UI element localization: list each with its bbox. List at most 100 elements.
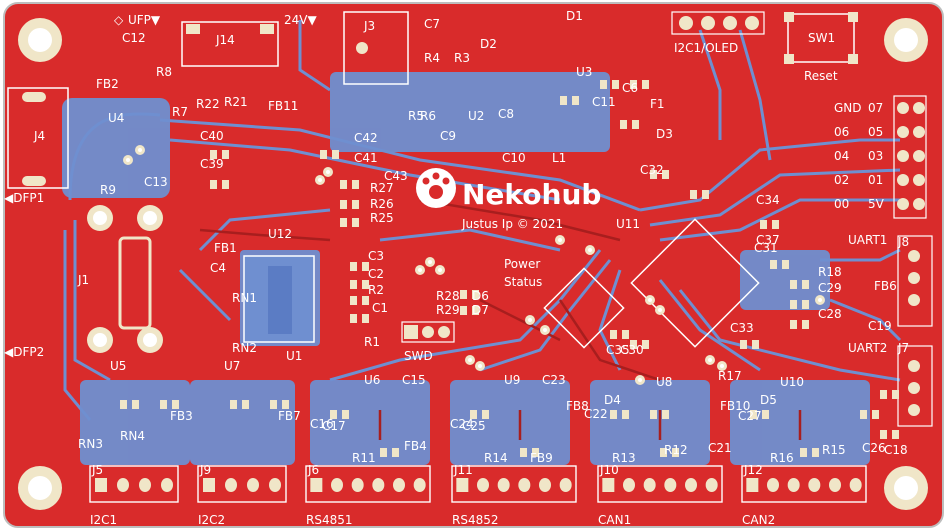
gpio-pin xyxy=(913,198,925,210)
reset-label: Reset xyxy=(804,69,838,83)
smd-pad xyxy=(352,180,359,189)
connector-pin xyxy=(477,478,489,492)
connector-pin xyxy=(456,478,469,492)
smd-pad xyxy=(790,320,797,329)
refdes-fb4: FB4 xyxy=(404,439,427,453)
smd-pad xyxy=(380,448,387,457)
refdes-fb7: FB7 xyxy=(278,409,301,423)
refdes-c1: C1 xyxy=(372,301,388,315)
smd-pad xyxy=(600,80,607,89)
refdes-fb10: FB10 xyxy=(720,399,750,413)
via-hole xyxy=(468,358,472,362)
refdes-r18: R18 xyxy=(818,265,842,279)
refdes-f1: F1 xyxy=(650,97,665,111)
refdes-c17: C17 xyxy=(322,419,346,433)
j4-outline xyxy=(7,87,69,189)
u11-body xyxy=(630,218,760,348)
bottom-connectors xyxy=(89,465,867,503)
gpio-pin xyxy=(913,150,925,162)
refdes-r9: R9 xyxy=(100,183,116,197)
smd-pad xyxy=(270,400,277,409)
refdes-c27: C27 xyxy=(738,409,762,423)
refdes-u4: U4 xyxy=(108,111,124,125)
via-hole xyxy=(138,148,142,152)
connector-pin xyxy=(559,478,572,492)
smd-pad xyxy=(812,448,819,457)
via-hole xyxy=(126,158,130,162)
smd-pad xyxy=(362,262,369,271)
connector-label: I2C1 xyxy=(90,513,117,527)
usb-a-pads xyxy=(87,205,163,353)
smd-pad xyxy=(702,190,709,199)
status-label: Status xyxy=(504,275,542,289)
via-hole xyxy=(818,298,822,302)
smd-pad xyxy=(622,330,629,339)
refdes-r15: R15 xyxy=(822,443,846,457)
refdes-d2: D2 xyxy=(480,37,497,51)
smd-pad xyxy=(362,280,369,289)
refdes-d1: D1 xyxy=(566,9,583,23)
smd-pad xyxy=(762,410,769,419)
connector-ref: J11 xyxy=(453,463,473,477)
refdes-c19: C19 xyxy=(868,319,892,333)
connector-pin xyxy=(393,478,405,492)
refdes-r7: R7 xyxy=(172,105,188,119)
smd-pad xyxy=(630,80,637,89)
refdes-u2: U2 xyxy=(468,109,484,123)
board-credit: Justus Ip © 2021 xyxy=(461,217,563,231)
refdes-c24: C24 xyxy=(450,417,474,431)
refdes-r22: R22 xyxy=(196,97,220,111)
connector-pin xyxy=(808,478,821,492)
connector-body xyxy=(197,465,287,503)
refdes-r1: R1 xyxy=(364,335,380,349)
refdes-u12: U12 xyxy=(268,227,292,241)
dfp1-marker: ◀DFP1 xyxy=(4,191,44,205)
smd-pad xyxy=(342,410,349,419)
sw1-label: SW1 xyxy=(808,31,835,45)
connector-pin xyxy=(643,478,656,492)
smd-pad xyxy=(802,280,809,289)
refdes-d4: D4 xyxy=(604,393,621,407)
refdes-c41: C41 xyxy=(354,151,378,165)
refdes-c40: C40 xyxy=(200,129,224,143)
refdes-fb6: FB6 xyxy=(874,279,897,293)
smd-pad xyxy=(172,400,179,409)
shield-icon: ◇ xyxy=(114,13,124,27)
smd-pad xyxy=(662,170,669,179)
smd-pad xyxy=(532,448,539,457)
refdes-r8: R8 xyxy=(156,65,172,79)
refdes-r25: R25 xyxy=(370,211,394,225)
smd-pad xyxy=(350,280,357,289)
refdes-fb1: FB1 xyxy=(214,241,237,255)
mounting-holes xyxy=(18,18,928,510)
refdes-c23: C23 xyxy=(542,373,566,387)
connector-pin xyxy=(497,478,510,492)
connector-pin xyxy=(225,478,237,492)
refdes-r2: R2 xyxy=(368,283,384,297)
gpio-label-right: 05 xyxy=(868,125,883,139)
gpio-label-left: 04 xyxy=(834,149,849,163)
refdes-j7: J7 xyxy=(897,341,909,355)
refdes-u1: U1 xyxy=(286,349,302,363)
refdes-c15: C15 xyxy=(402,373,426,387)
refdes-rn3: RN3 xyxy=(78,437,103,451)
connector-label: RS4851 xyxy=(306,513,353,527)
connector-pin xyxy=(269,478,281,492)
smd-pad xyxy=(340,218,347,227)
smd-pad xyxy=(392,448,399,457)
connector-pin xyxy=(310,478,323,492)
smd-pad xyxy=(650,170,657,179)
smd-pad xyxy=(690,190,697,199)
refdes-fb8: FB8 xyxy=(566,399,589,413)
gpio-label-left: 00 xyxy=(834,197,849,211)
refdes-c6: C6 xyxy=(622,81,638,95)
smd-pad xyxy=(660,448,667,457)
connector-body xyxy=(597,465,723,503)
connector-pin xyxy=(829,478,841,492)
smd-pad xyxy=(630,340,637,349)
smd-pad xyxy=(892,390,899,399)
refdes-r16: R16 xyxy=(770,451,794,465)
gpio-label-right: 5V xyxy=(868,197,885,211)
refdes-rn2: RN2 xyxy=(232,341,257,355)
j14-outline xyxy=(181,21,279,67)
